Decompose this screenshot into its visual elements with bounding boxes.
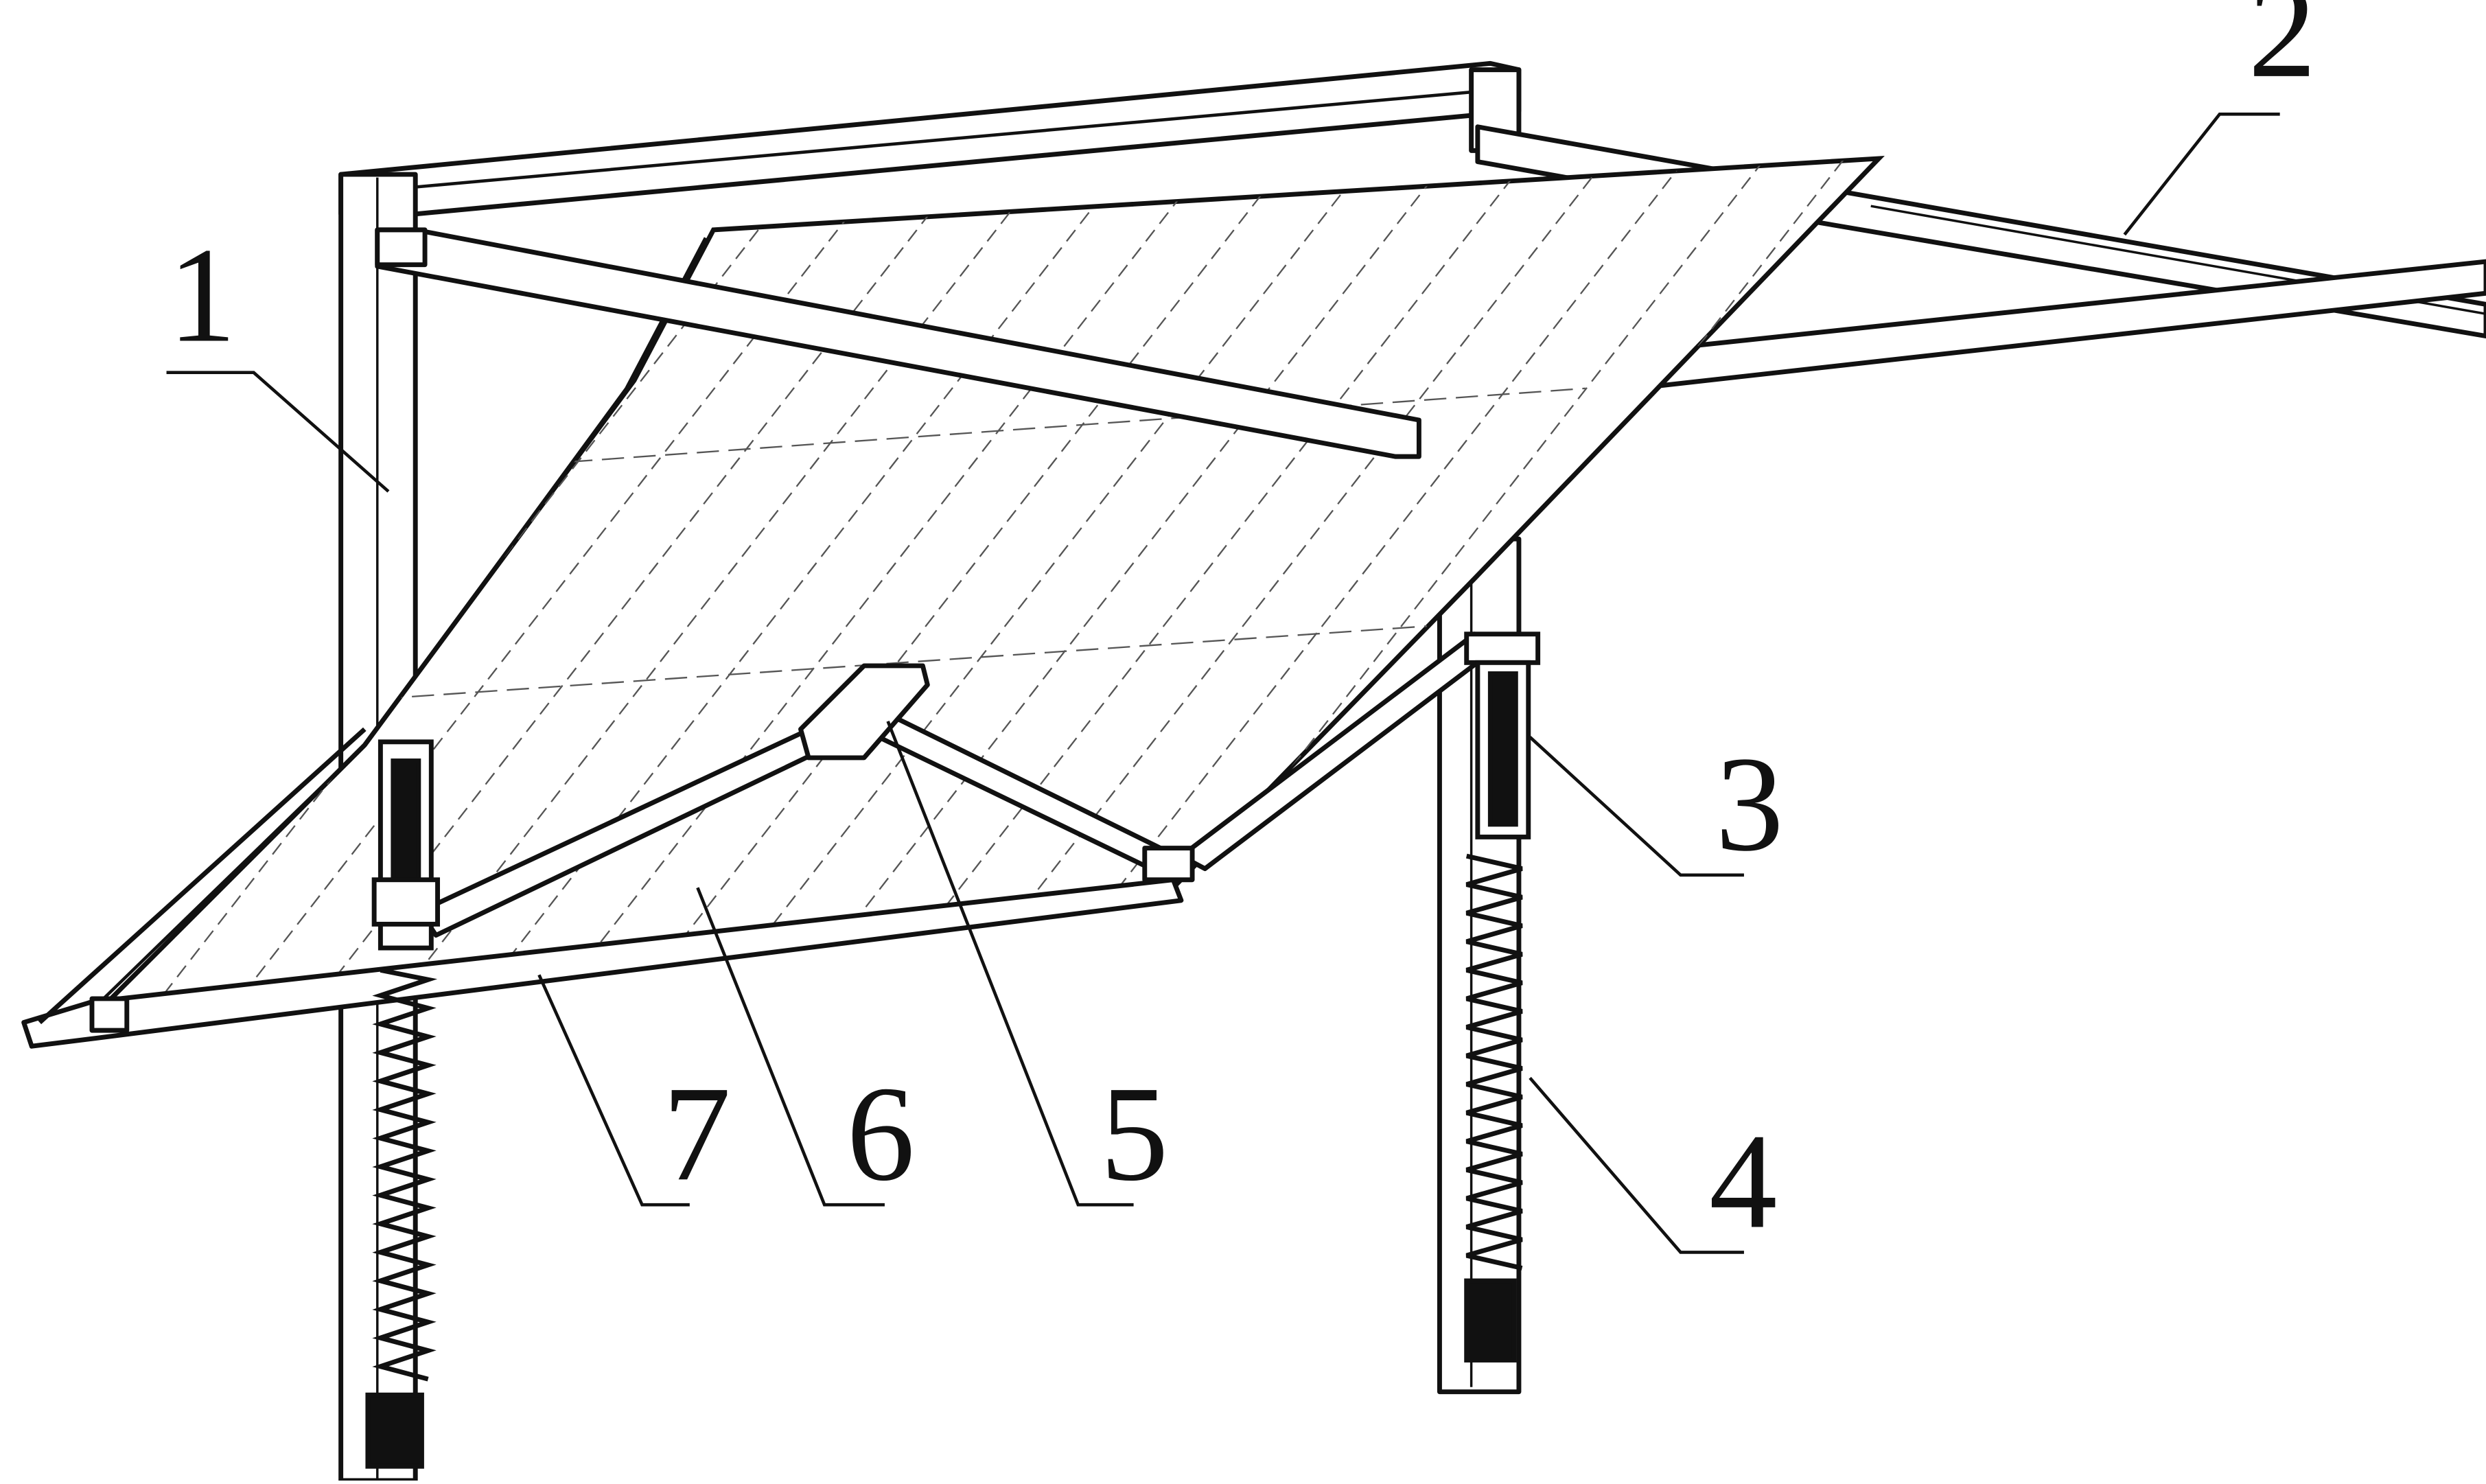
- leader-lines: [166, 112, 2280, 1254]
- leader-4: [1529, 1076, 1744, 1254]
- callout-labels: 1 2 3 4 5 6 7: [168, 0, 2316, 1256]
- callout-7: 7: [663, 1058, 731, 1209]
- leader-7: [537, 974, 690, 1207]
- right-spring-coil: [1465, 853, 1523, 1271]
- door-panel: [86, 155, 1885, 1018]
- leader-6: [696, 887, 885, 1207]
- left-spring-assembly: [365, 739, 441, 1469]
- left-spring-coil: [372, 967, 438, 1382]
- panel-top-arm: [375, 227, 1421, 459]
- pivot-bracket-end: [1142, 846, 1195, 883]
- spring-top-bracket: [1464, 631, 1541, 665]
- bottom-rail: [21, 727, 1184, 1049]
- right-spring-assembly: [1464, 631, 1541, 1363]
- pivot-bracket: [798, 663, 930, 761]
- callout-2: 2: [2249, 0, 2316, 106]
- leader-1: [166, 371, 390, 493]
- leader-2: [2123, 112, 2280, 236]
- leader-3: [1529, 736, 1744, 877]
- callout-1: 1: [168, 220, 236, 371]
- callout-4: 4: [1709, 1106, 1777, 1257]
- leader-5: [886, 720, 1134, 1207]
- callout-3: 3: [1715, 728, 1783, 879]
- callout-6: 6: [847, 1058, 915, 1209]
- callout-5: 5: [1100, 1058, 1168, 1209]
